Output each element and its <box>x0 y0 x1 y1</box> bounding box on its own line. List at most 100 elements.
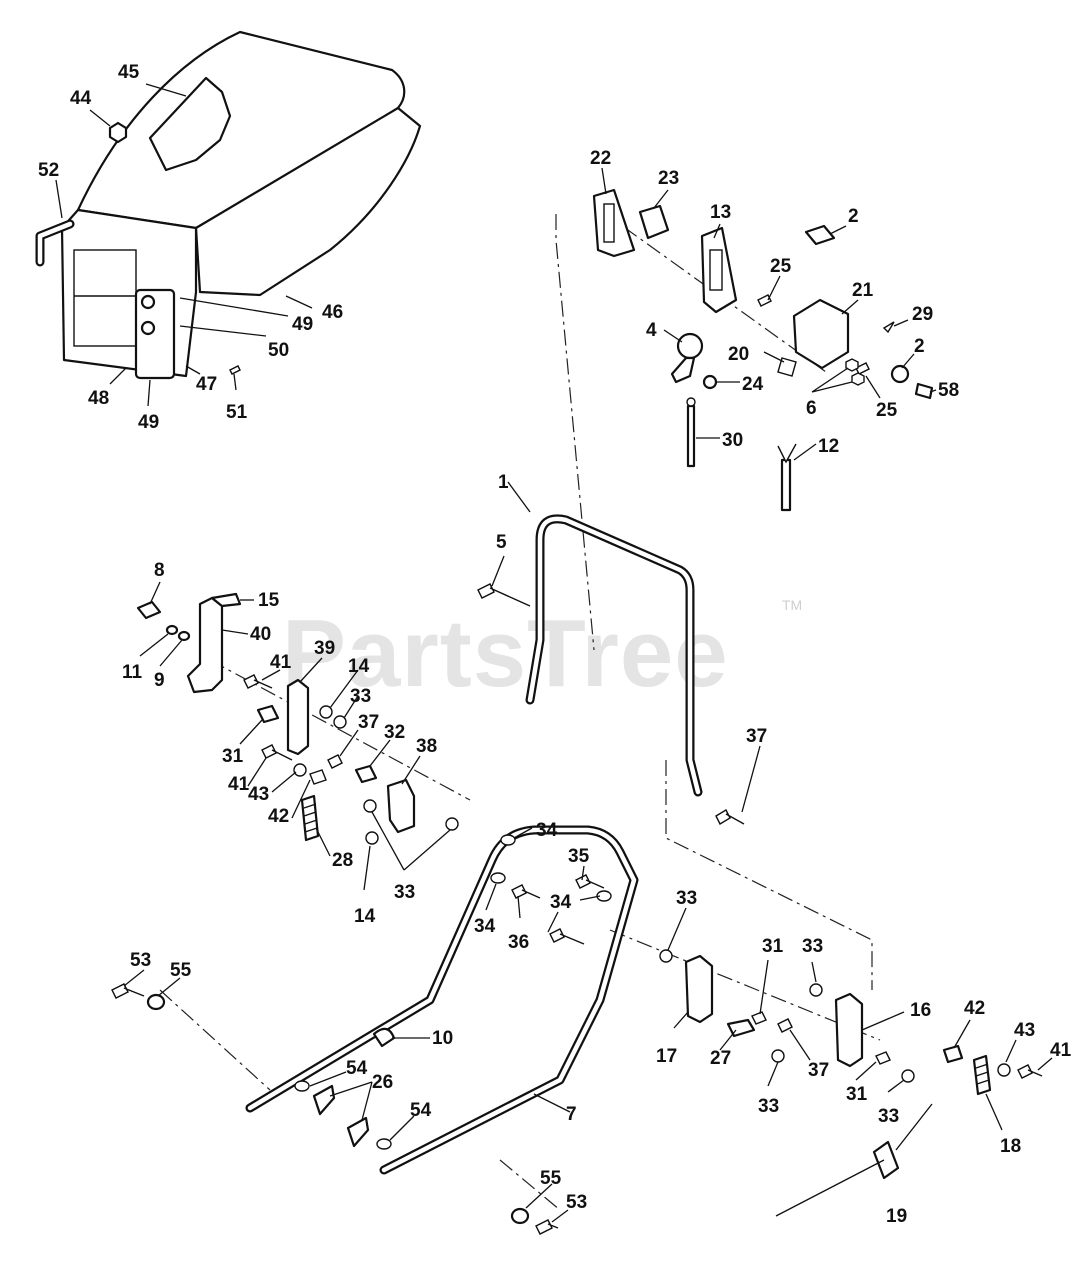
callout-10: 10 <box>432 1028 453 1049</box>
callout-20: 20 <box>728 344 749 365</box>
callout-52: 52 <box>38 160 59 181</box>
nut-44 <box>108 121 128 144</box>
callout-18: 18 <box>1000 1136 1021 1157</box>
callout-33-lower-mid: 33 <box>758 1096 779 1117</box>
clip-10 <box>372 1027 396 1048</box>
grass-bag-body <box>194 106 422 297</box>
callout-41-right: 41 <box>1050 1040 1072 1061</box>
clip-29 <box>882 321 895 334</box>
cable-19-wire <box>775 1103 933 1217</box>
spacer-31-left <box>256 704 280 724</box>
callout-50: 50 <box>268 340 289 361</box>
washer-55-left <box>146 993 166 1011</box>
callout-44: 44 <box>70 88 92 109</box>
nut-6b <box>851 372 865 386</box>
bracket-26-lower <box>346 1116 370 1148</box>
bag-cover-cutaway <box>148 76 232 172</box>
callout-19: 19 <box>886 1206 907 1227</box>
callout-42-left: 42 <box>268 806 289 827</box>
bracket-40 <box>186 596 224 694</box>
washer-55-lower <box>510 1207 530 1225</box>
callout-21: 21 <box>852 280 874 301</box>
control-knob-4 <box>676 332 704 360</box>
assembly-line-lower-right <box>499 1159 561 1211</box>
bolt-37-left <box>327 754 343 769</box>
spacer-27 <box>726 1018 756 1038</box>
wire-harness-12 <box>780 458 792 512</box>
callout-4: 4 <box>646 320 657 341</box>
nut-33-mid <box>363 799 377 813</box>
nut-33-upper <box>333 715 347 729</box>
bracket-16 <box>834 992 864 1068</box>
callout-40: 40 <box>250 624 271 645</box>
callout-48: 48 <box>88 388 109 409</box>
latch-knob-upper <box>140 294 156 310</box>
lockwasher-11 <box>165 624 179 636</box>
callout-1: 1 <box>498 472 509 493</box>
control-cover-21 <box>792 298 850 370</box>
washer-54-upper <box>294 1080 310 1092</box>
callout-36: 36 <box>508 932 529 953</box>
callout-31-right-upper: 31 <box>762 936 784 957</box>
nut-33-right <box>445 817 459 831</box>
callout-25-upper: 25 <box>770 256 792 277</box>
callout-11: 11 <box>122 662 143 683</box>
callout-17: 17 <box>656 1046 677 1067</box>
grass-bag-assembly <box>35 30 422 380</box>
callout-2-lower: 2 <box>914 336 925 357</box>
leader-lines <box>55 83 1053 1223</box>
callout-58: 58 <box>938 380 959 401</box>
assembly-line-cable <box>609 929 881 1041</box>
bolt-53-lower <box>535 1219 559 1235</box>
washer-54-lower <box>376 1138 392 1150</box>
callout-7: 7 <box>566 1104 577 1125</box>
callout-22: 22 <box>590 148 611 169</box>
watermark-text: PartsTree <box>282 600 729 707</box>
callout-35: 35 <box>568 846 590 867</box>
spacer-31-right <box>751 1011 767 1025</box>
watermark-trademark: TM <box>782 597 802 613</box>
callout-55-left: 55 <box>170 960 192 981</box>
nut-6a <box>845 358 859 372</box>
nut-24 <box>702 374 718 390</box>
nut-33-lower-left <box>659 949 673 963</box>
callout-33-right-top: 33 <box>676 888 697 909</box>
nut-33-right-lower <box>901 1069 915 1083</box>
callout-34-lower: 34 <box>474 916 496 937</box>
callout-28: 28 <box>332 850 353 871</box>
callout-39: 39 <box>314 638 335 659</box>
callout-12: 12 <box>818 436 839 457</box>
latch-knob-lower <box>140 320 156 336</box>
spring-28 <box>300 794 320 842</box>
control-lever <box>670 356 696 384</box>
callout-37-left: 37 <box>358 712 379 733</box>
switch-2-upper <box>804 224 836 246</box>
callout-9: 9 <box>154 670 165 691</box>
callout-33-right-lower: 33 <box>878 1106 899 1127</box>
bag-latch-bracket <box>134 288 176 380</box>
spring-18 <box>972 1054 992 1096</box>
control-assembly <box>592 188 934 512</box>
bolt-41-right <box>1017 1064 1043 1079</box>
bolt-8 <box>136 600 162 620</box>
watermark: PartsTree TM <box>282 597 802 707</box>
callout-46: 46 <box>322 302 343 323</box>
callout-14-lower: 14 <box>354 906 376 927</box>
spacer-32 <box>354 764 378 784</box>
callout-53-lower: 53 <box>566 1192 587 1213</box>
knob-58 <box>914 382 934 400</box>
switch-2-lower <box>890 364 910 384</box>
bag-front-window <box>73 249 137 347</box>
spacer-42-left <box>309 769 327 785</box>
callout-34-right: 34 <box>550 892 572 913</box>
plate-39 <box>286 678 310 756</box>
assembly-line-control-to-handle <box>555 214 595 651</box>
screw-25-lower <box>855 362 870 375</box>
bolt-5 <box>477 583 531 607</box>
callout-8: 8 <box>154 560 165 581</box>
callout-47: 47 <box>196 374 217 395</box>
callout-29: 29 <box>912 304 933 325</box>
left-bracket-stack <box>136 592 459 845</box>
bolt-35 <box>575 874 605 889</box>
callout-14-upper: 14 <box>348 656 370 677</box>
